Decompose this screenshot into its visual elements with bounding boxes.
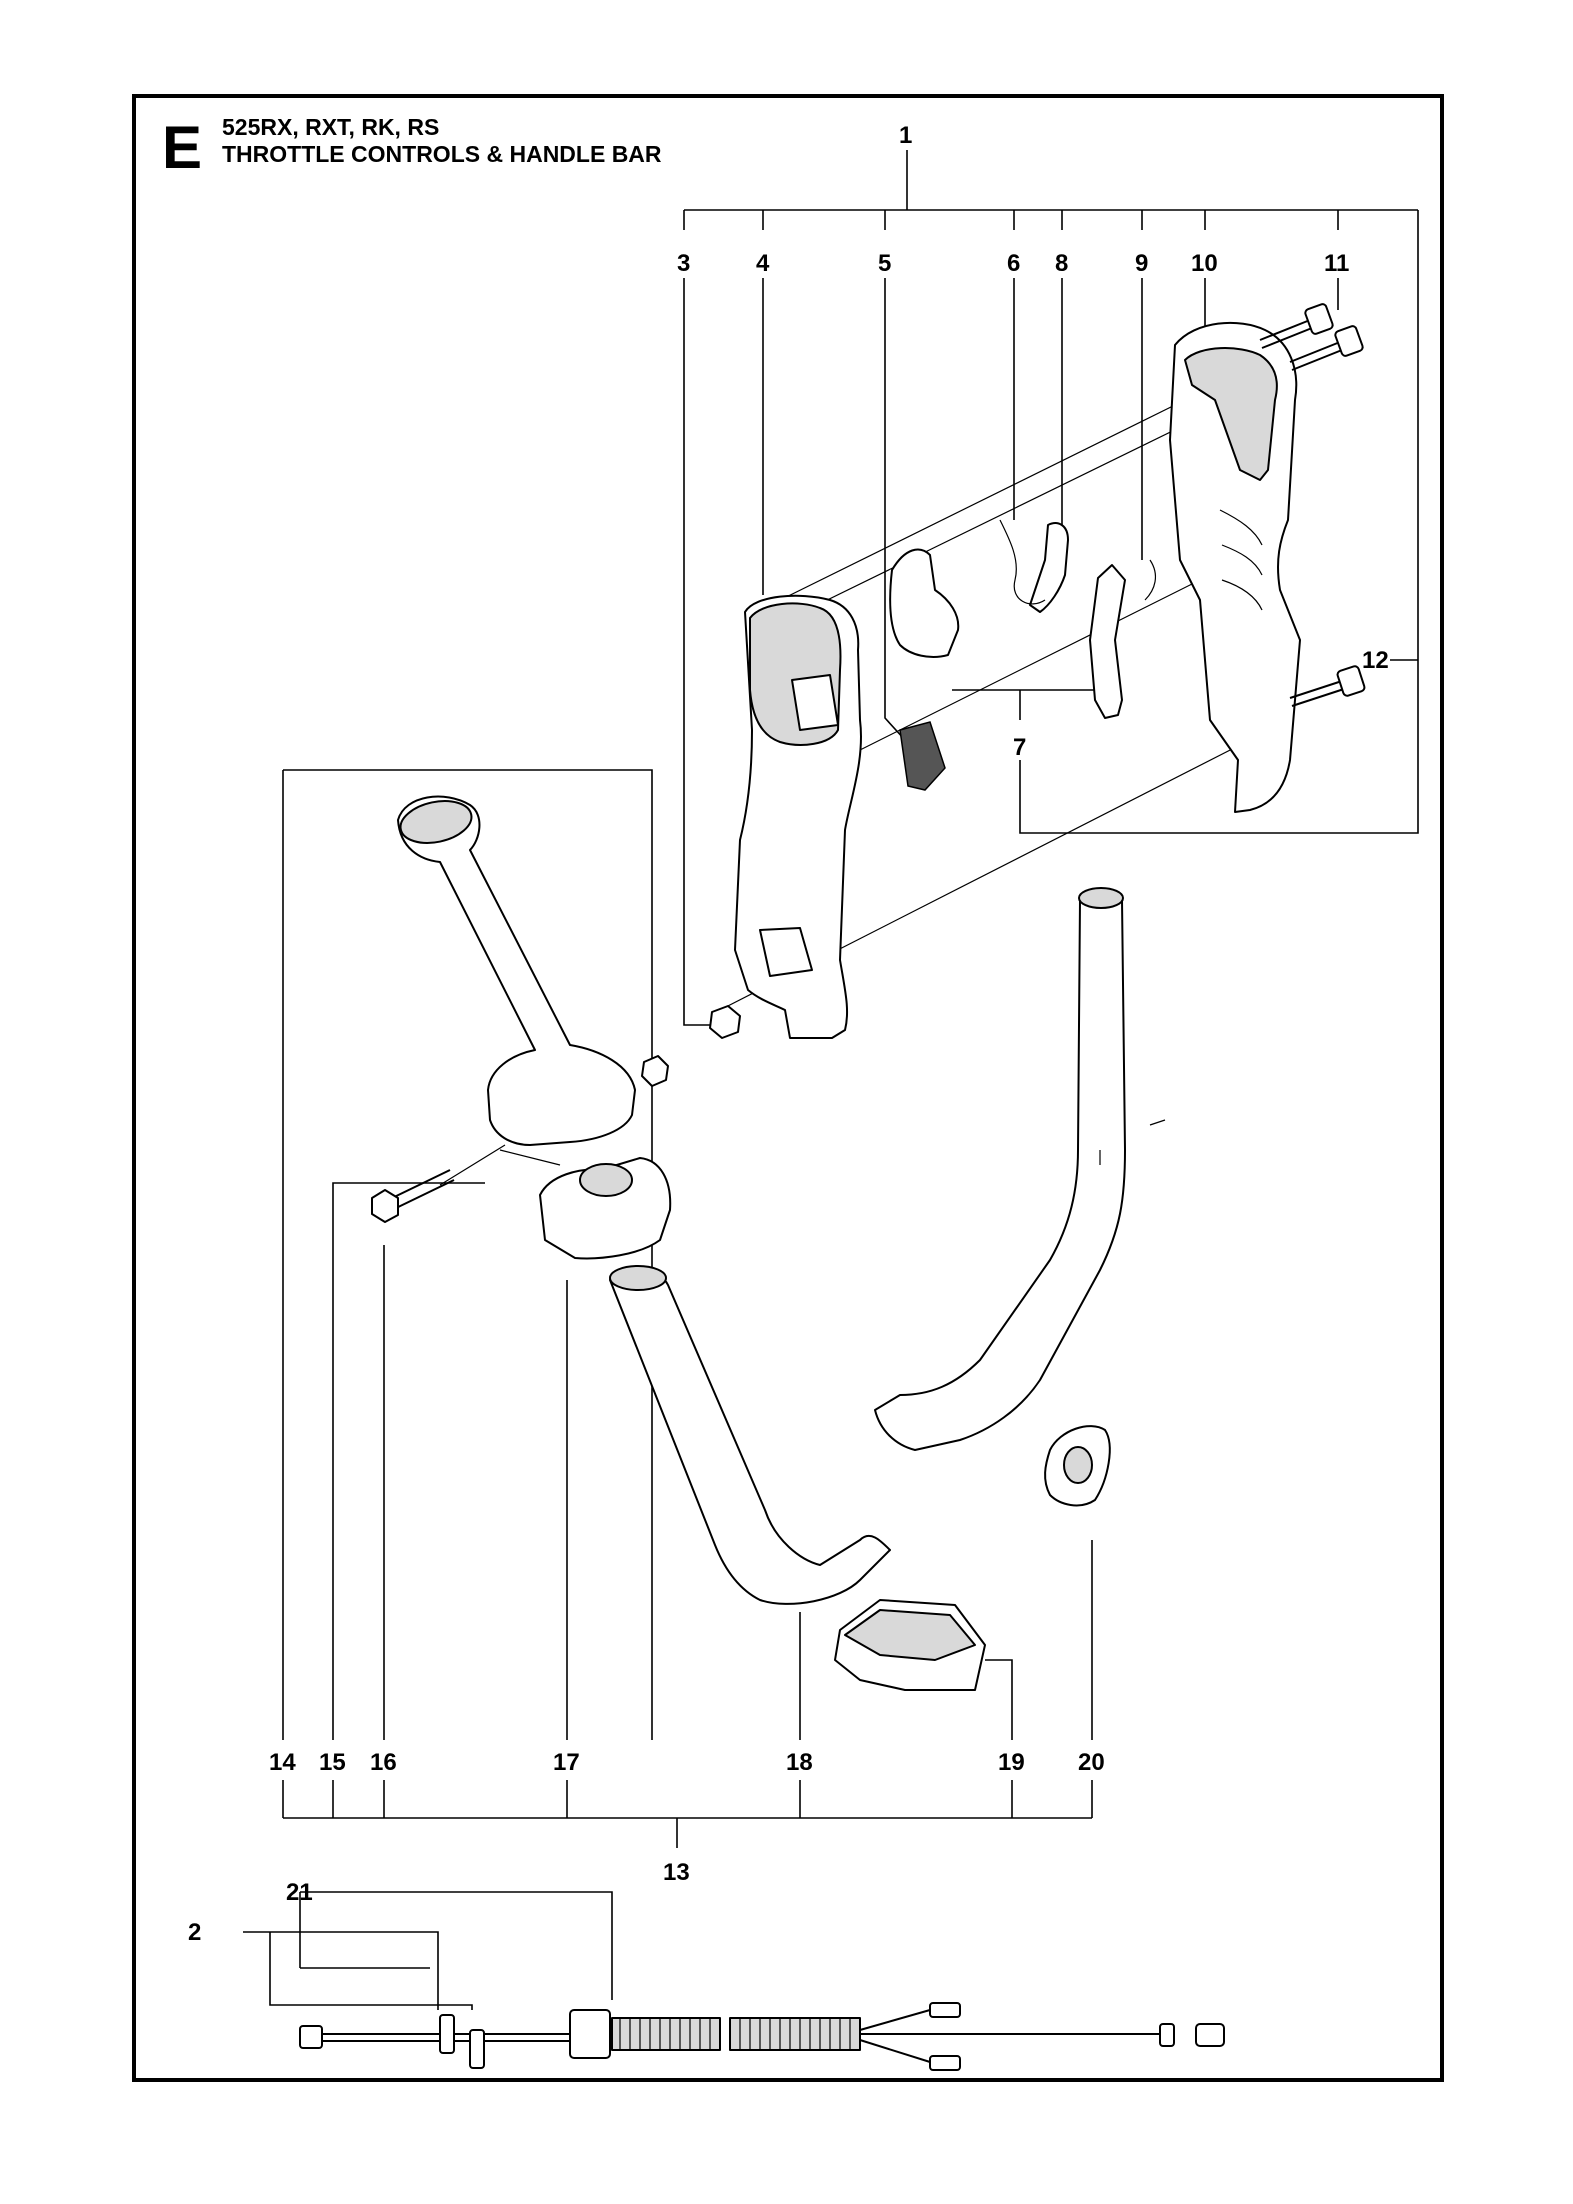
throttle-trigger [889, 548, 960, 658]
throttle-lockout [1089, 564, 1126, 719]
throttle-handle-assembly [683, 150, 1419, 1039]
callout-5: 5 [878, 250, 891, 277]
callout-2: 2 [188, 1919, 201, 1946]
callout-14: 14 [269, 1749, 296, 1776]
callout-11: 11 [1324, 250, 1349, 277]
callout-3: 3 [677, 250, 690, 277]
section-letter: E [162, 114, 202, 181]
callout-10: 10 [1191, 250, 1218, 277]
cable-sleeve [611, 2017, 721, 2051]
callout-15: 15 [319, 1749, 346, 1776]
callout-12: 12 [1362, 647, 1389, 674]
stop-switch [899, 721, 946, 791]
screw-11a [1259, 303, 1334, 349]
callout-1: 1 [899, 122, 912, 149]
nut-loop [641, 1055, 669, 1087]
callout-9: 9 [1135, 250, 1148, 277]
wiring-harness [243, 1891, 1225, 2071]
loop-handle-grip [397, 795, 636, 1146]
section-title: THROTTLE CONTROLS & HANDLE BAR [222, 141, 662, 167]
callout-18: 18 [786, 1749, 813, 1776]
screw-11b [1289, 325, 1364, 371]
handle-clamp [539, 1157, 672, 1260]
nut-3 [709, 1005, 741, 1039]
callout-6: 6 [1007, 250, 1020, 277]
bolt-16 [371, 1169, 455, 1223]
callout-4: 4 [756, 250, 770, 277]
handle-bar-left [609, 1269, 891, 1605]
callout-20: 20 [1078, 1749, 1105, 1776]
handle-bar-right [874, 890, 1126, 1451]
page-frame [132, 94, 1444, 2082]
screw-12 [1289, 665, 1366, 707]
callout-16: 16 [370, 1749, 397, 1776]
callout-17: 17 [553, 1749, 580, 1776]
callout-8: 8 [1055, 250, 1068, 277]
callout-21: 21 [286, 1879, 313, 1906]
callout-7: 7 [1013, 734, 1026, 761]
handle-bar-assembly [282, 769, 1166, 1848]
model-list: 525RX, RXT, RK, RS [222, 114, 439, 140]
callout-13: 13 [663, 1859, 690, 1886]
callout-19: 19 [998, 1749, 1025, 1776]
